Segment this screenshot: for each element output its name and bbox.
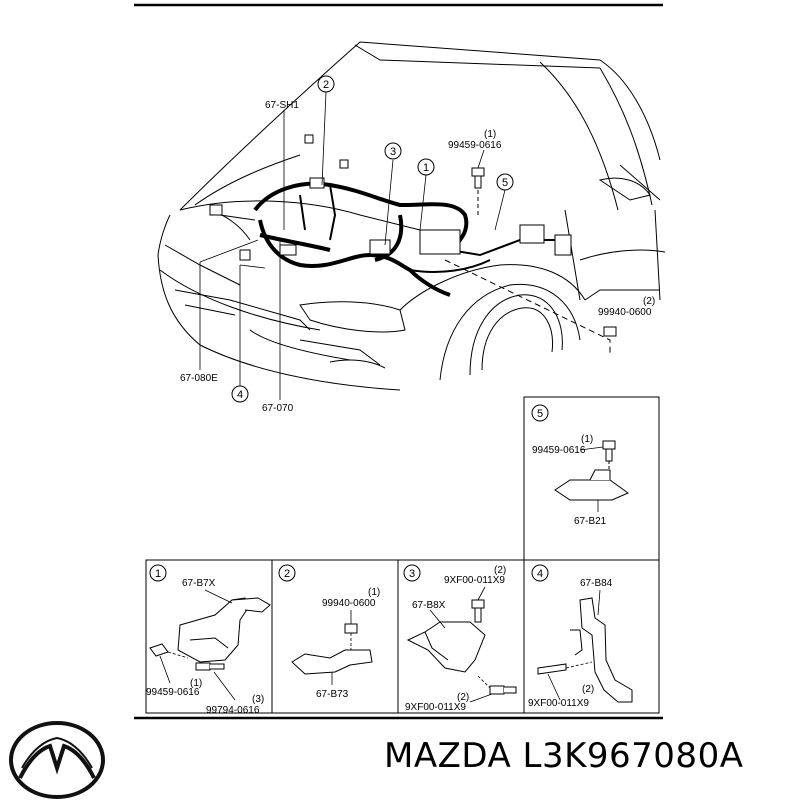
svg-text:9XF00-011X9: 9XF00-011X9 [528,698,589,709]
svg-text:3: 3 [409,568,415,580]
svg-text:(2): (2) [494,565,506,576]
label-67-070: 67-070 [262,403,294,414]
svg-text:(2): (2) [457,692,469,703]
wiring-harness [209,134,572,297]
callout-5: 5 [496,173,514,191]
svg-text:67-B73: 67-B73 [316,689,349,700]
detail-3: 3 (2) 9XF00-011X9 67-B8X (2) 9XF00-011X9 [403,564,517,713]
svg-text:1: 1 [423,162,429,174]
detail-4: 4 67-B84 (2) 9XF00-011X9 [528,564,633,709]
svg-text:67-B84: 67-B84 [580,578,613,589]
callout-3: 3 [384,142,402,160]
svg-text:67-B8X: 67-B8X [412,600,446,611]
svg-text:99940-0600: 99940-0600 [322,598,376,609]
svg-text:1: 1 [155,568,161,580]
svg-text:5: 5 [537,408,543,420]
label-67-080e: 67-080E [180,373,218,384]
detail-boxes-frame [145,396,660,714]
svg-text:(1): (1) [368,587,380,598]
detail-2: 2 (1) 99940-0600 67-B73 [278,564,380,700]
svg-text:(1): (1) [581,434,593,445]
bolt-icon [471,167,485,189]
svg-text:3: 3 [390,146,396,158]
callout-1: 1 [417,158,435,176]
nut-dashed-line [444,259,611,355]
label-bolt-qty: (1) [484,129,496,140]
svg-text:9XF00-011X9: 9XF00-011X9 [405,702,466,713]
svg-text:99794-0616: 99794-0616 [206,705,260,716]
svg-text:99459-0616: 99459-0616 [532,445,586,456]
svg-text:9XF00-011X9: 9XF00-011X9 [444,575,505,586]
svg-text:(1): (1) [190,678,202,689]
label-67-sh1: 67-SH1 [265,100,299,111]
detail-5: 5 (1) 99459-0616 67-B21 [531,404,630,527]
svg-text:2: 2 [323,79,329,91]
nut-icon [603,326,617,337]
label-nut-qty: (2) [643,296,655,307]
leader-lines [199,91,506,400]
svg-text:67-B21: 67-B21 [574,516,607,527]
callout-2: 2 [317,75,335,93]
svg-text:2: 2 [284,568,290,580]
svg-text:5: 5 [502,177,508,189]
label-bolt-top: 99459-0616 [448,140,502,151]
brand-part-number: MAZDA L3K967080A [384,736,744,776]
car-outline [157,41,666,391]
svg-text:4: 4 [537,568,543,580]
label-nut: 99940-0600 [598,307,652,318]
svg-text:(3): (3) [252,694,264,705]
detail-1: 1 67-B7X (1) 99459-0616 (3) 99794-0616 [146,564,271,716]
mazda-logo-icon [9,721,105,799]
svg-text:67-B7X: 67-B7X [182,578,216,589]
svg-text:(2): (2) [582,684,594,695]
callout-4: 4 [231,385,249,403]
svg-text:99459-0616: 99459-0616 [146,687,200,698]
svg-text:4: 4 [237,389,243,401]
